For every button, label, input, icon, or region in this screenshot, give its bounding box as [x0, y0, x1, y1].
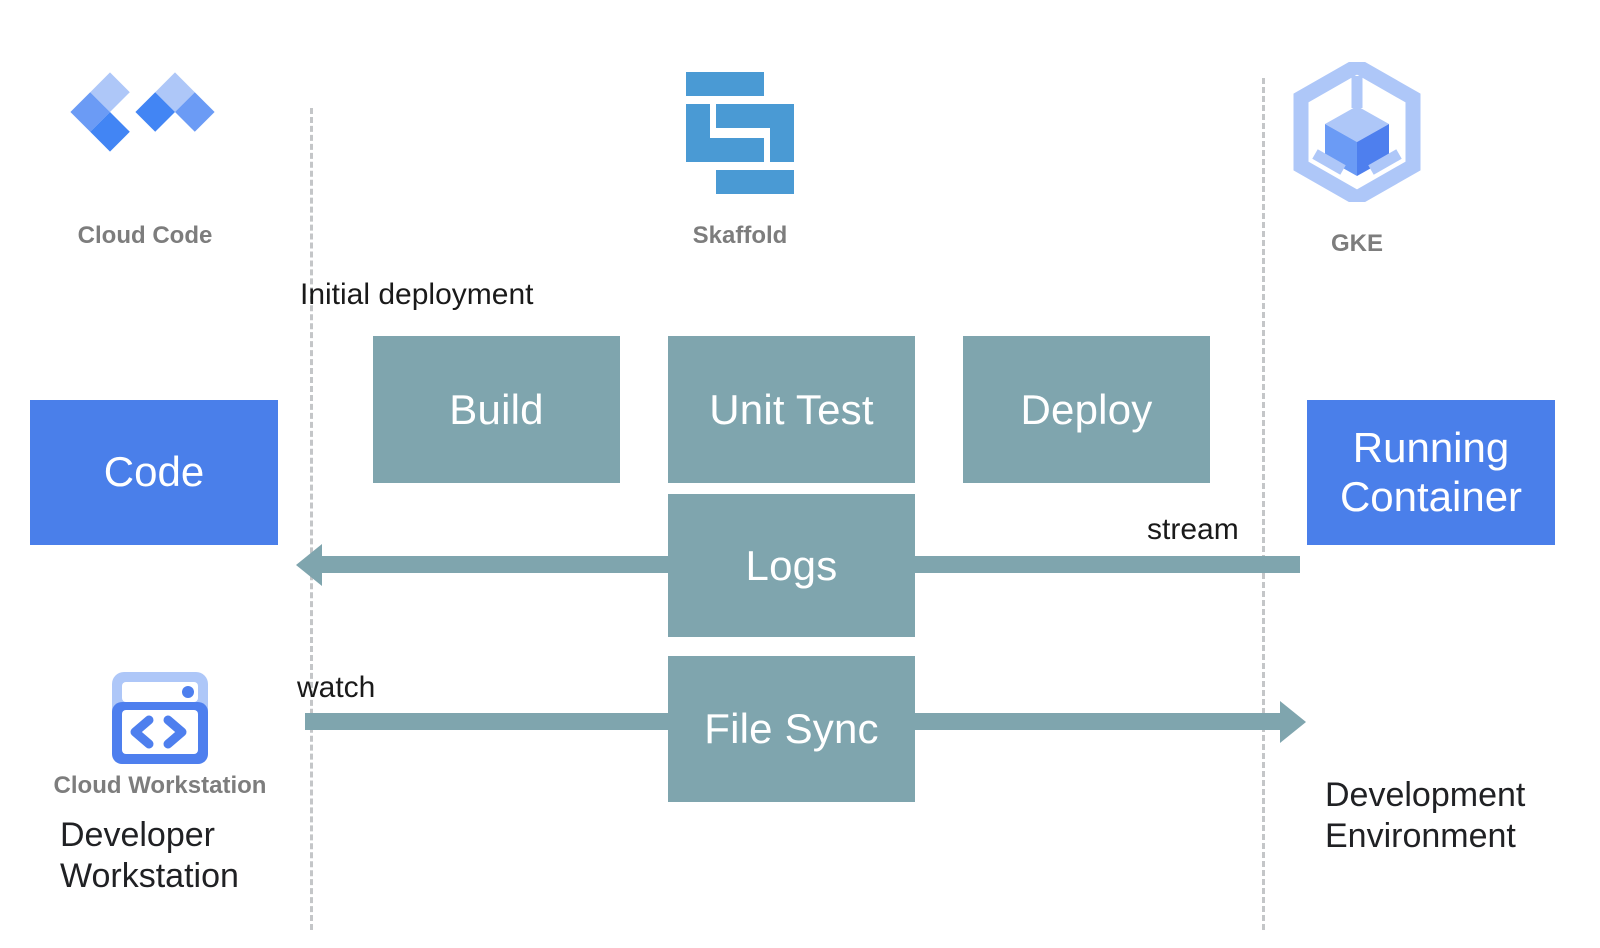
logs-box: Logs: [668, 494, 915, 637]
cloud-workstation-logo: [108, 668, 212, 768]
skaffold-icon: [686, 72, 794, 194]
logs-arrow-head: [296, 544, 322, 586]
gke-icon: [1293, 57, 1421, 207]
left-boundary-line: [310, 108, 313, 930]
developer-workstation-line2: Workstation: [60, 857, 239, 896]
right-boundary-line: [1262, 78, 1265, 930]
file-sync-box: File Sync: [668, 656, 915, 802]
deploy-box: Deploy: [963, 336, 1210, 483]
cloud-code-icon: [70, 72, 215, 152]
code-box: Code: [30, 400, 278, 545]
file-sync-arrow-head: [1280, 701, 1306, 743]
build-box: Build: [373, 336, 620, 483]
stream-label: stream: [1147, 513, 1239, 546]
initial-deployment-label: Initial deployment: [300, 278, 534, 311]
development-environment-line1: Development: [1325, 776, 1526, 814]
running-container-label: Running Container: [1339, 424, 1523, 520]
cloud-workstation-caption: Cloud Workstation: [53, 772, 267, 799]
cloud-code-logo: [70, 72, 220, 192]
skaffold-logo: [680, 70, 800, 195]
developer-workstation-line1: Developer: [60, 816, 215, 854]
unit-test-box: Unit Test: [668, 336, 915, 483]
running-container-box: Running Container: [1307, 400, 1555, 545]
gke-logo: [1293, 57, 1421, 207]
developer-workstation-caption: Developer Workstation: [60, 815, 300, 898]
gke-caption: GKE: [1330, 230, 1383, 257]
cloud-workstation-icon: [112, 672, 208, 764]
watch-label: watch: [297, 671, 376, 704]
cloud-code-caption: Cloud Code: [77, 222, 213, 249]
development-environment-line2: Environment: [1325, 817, 1516, 856]
development-environment-caption: Development Environment: [1325, 775, 1600, 858]
skaffold-caption: Skaffold: [692, 222, 788, 249]
